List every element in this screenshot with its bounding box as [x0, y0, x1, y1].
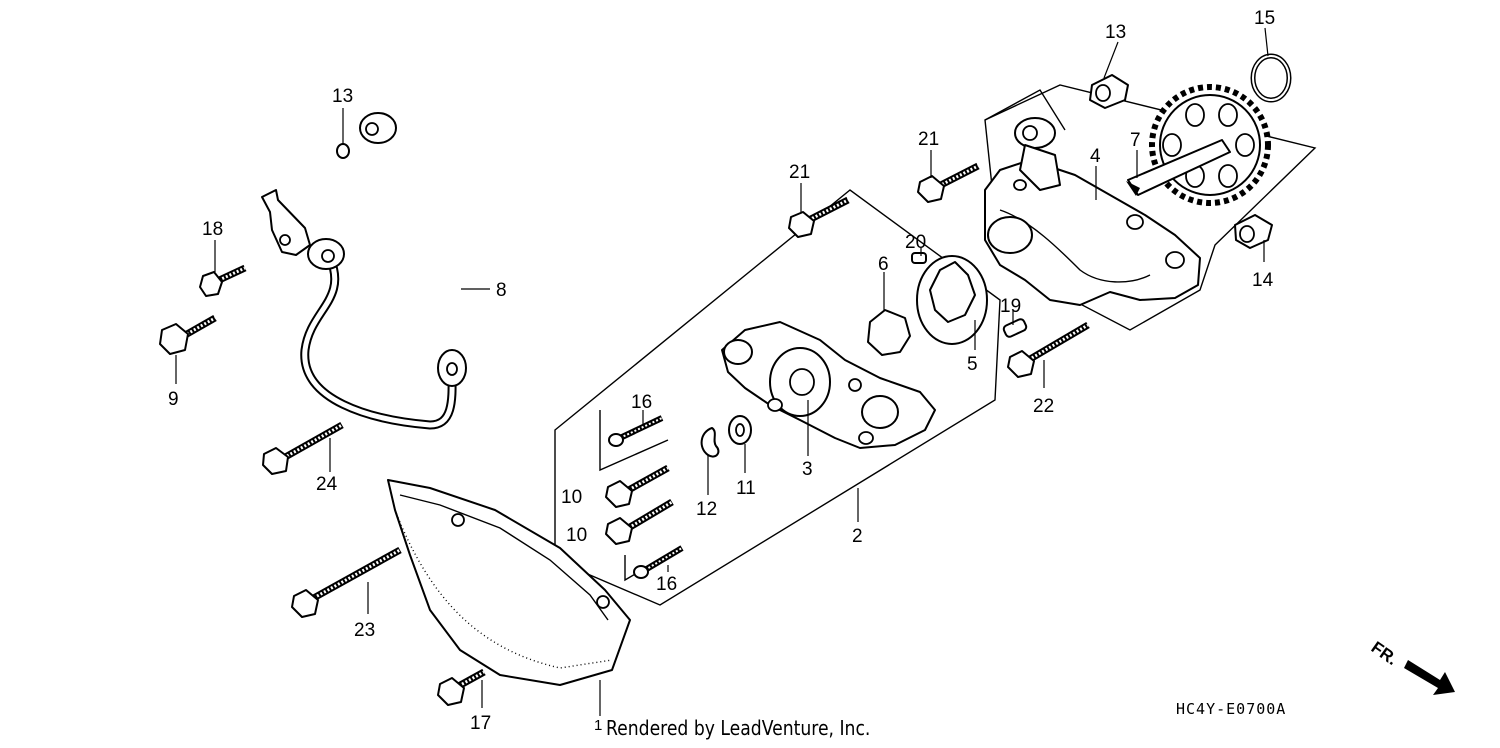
callout-21-right: 21	[918, 129, 939, 150]
callout-17: 19	[1000, 296, 1021, 317]
callout-12: 12	[696, 499, 717, 520]
screw-16-upper	[608, 415, 664, 447]
washer-14	[336, 143, 350, 159]
bolt-21-left	[788, 196, 850, 238]
pump-body-4	[984, 117, 1201, 306]
callout-4: 4	[1090, 146, 1101, 167]
callout-13-right: 14	[1252, 270, 1274, 291]
front-arrow-icon	[1404, 660, 1455, 695]
pump-bracket-outline	[984, 89, 1066, 131]
pump-housing-3	[721, 321, 936, 449]
bolt-19	[437, 668, 486, 706]
callout-5: 5	[967, 354, 978, 375]
front-direction-label: FR.	[1368, 638, 1401, 669]
callout-22: 22	[1033, 396, 1054, 417]
inner-rotor-6	[867, 309, 911, 356]
callout-10-upper: 10	[561, 487, 582, 508]
outer-rotor-5	[916, 255, 988, 345]
collar-13-top	[1089, 74, 1129, 109]
cover-plate-1	[387, 479, 631, 686]
callout-14: 13	[332, 86, 353, 107]
diagram-code: HC4Y-E0700A	[1176, 700, 1287, 718]
callout-11: 11	[736, 478, 756, 499]
bolt-10-lower	[605, 498, 674, 545]
callout-1: 1	[594, 717, 602, 734]
callout-3: 3	[802, 459, 813, 480]
callout-9: 9	[168, 389, 179, 410]
callout-19: 17	[470, 713, 491, 734]
bolt-23	[291, 546, 402, 618]
callout-21-left: 21	[789, 162, 810, 183]
callout-23: 23	[354, 620, 375, 641]
callout-7: 7	[1130, 130, 1141, 151]
oil-pipe-assembly	[261, 112, 467, 430]
bolt-22	[1007, 321, 1090, 378]
callout-13-top: 13	[1105, 22, 1126, 43]
washer-11	[728, 415, 752, 445]
circlip-12	[700, 427, 720, 458]
dowel-pin-18	[911, 252, 927, 264]
callout-16-lower: 16	[656, 574, 677, 595]
front-direction-indicator: FR.	[1368, 638, 1455, 695]
bolt-21-right	[917, 162, 980, 203]
callout-6: 6	[878, 254, 889, 275]
collar-13-right	[1234, 214, 1273, 249]
callout-15: 15	[1254, 8, 1275, 29]
bolt-10-upper	[605, 464, 670, 508]
screw-16-lower	[633, 545, 684, 579]
callout-8: 8	[496, 280, 507, 301]
callout-16-upper: 16	[631, 392, 652, 413]
callout-10-lower: 10	[566, 525, 587, 546]
bolt-20	[199, 264, 247, 297]
callout-2: 2	[852, 526, 863, 547]
bolt-9	[159, 314, 217, 355]
o-ring-15	[1250, 53, 1292, 103]
bolt-24	[262, 421, 344, 475]
dowel-pin-17	[1002, 318, 1028, 338]
callout-18: 20	[905, 232, 926, 253]
credit-text: Rendered by LeadVenture, Inc.	[606, 716, 871, 740]
callout-24: 24	[316, 474, 338, 495]
pump-shaft-7	[1126, 139, 1231, 196]
callout-20: 18	[202, 219, 223, 240]
